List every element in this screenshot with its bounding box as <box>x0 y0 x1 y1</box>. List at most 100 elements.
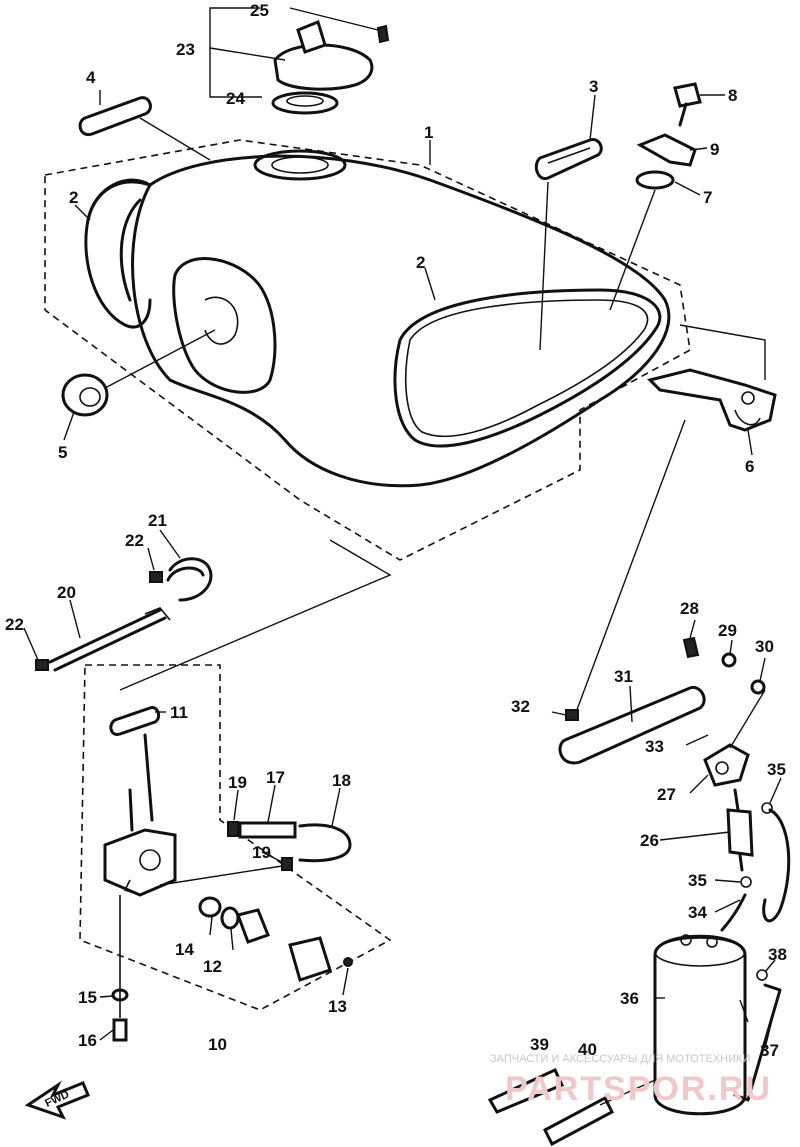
fuel-hose-20 <box>48 607 171 672</box>
callout-20: 20 <box>57 583 76 602</box>
washer-30 <box>750 679 766 695</box>
callout-21: 21 <box>148 511 167 530</box>
fuel-cock-group-outline <box>79 664 392 1011</box>
callout-36: 36 <box>620 989 639 1008</box>
bracket-leader <box>679 324 766 380</box>
washer-7 <box>609 170 675 311</box>
vent-hose-31 <box>558 685 706 765</box>
callout-28: 28 <box>680 599 699 618</box>
callout-39: 39 <box>530 1035 549 1054</box>
callout-25: 25 <box>250 1 269 20</box>
cap-leader-25 <box>289 7 379 31</box>
fuel-cock <box>103 733 177 897</box>
callout-33: 33 <box>645 737 664 756</box>
callout-19-bottom: 19 <box>252 843 271 862</box>
callout-19-top: 19 <box>228 773 247 792</box>
callout-22-lower: 22 <box>5 615 24 634</box>
fuel-tank <box>84 149 671 488</box>
callout-22-upper: 22 <box>125 531 144 550</box>
cock-hose-leader <box>159 865 283 886</box>
hose-17 <box>238 821 297 839</box>
cock-plate <box>288 936 332 982</box>
hose-37 <box>733 983 782 1102</box>
callout-5: 5 <box>58 443 67 462</box>
hose-34 <box>720 893 747 932</box>
callout-17: 17 <box>266 768 285 787</box>
hose-39 <box>487 1068 565 1114</box>
hose-40 <box>543 1095 614 1147</box>
watermark-line-2: PARTSPOR.RU <box>505 1070 772 1108</box>
callout-7: 7 <box>703 188 712 207</box>
callout-14: 14 <box>175 940 194 959</box>
hose-clip-22b <box>149 571 163 583</box>
mount-plate <box>636 133 697 167</box>
clip-35a <box>761 802 773 814</box>
hose-clip-22a <box>35 659 49 671</box>
check-valve-26 <box>726 788 754 872</box>
callout-40: 40 <box>578 1040 597 1059</box>
lever-washer-14 <box>198 896 222 918</box>
canister-bracket-27 <box>703 743 750 787</box>
clip-32 <box>565 709 579 721</box>
callout-34: 34 <box>688 903 707 922</box>
tank-strap-band <box>78 96 211 161</box>
watermark-line-1: ЗАПЧАСТИ И АКСЕССУАРЫ ДЛЯ МОТОТЕХНИКИ <box>490 1053 750 1065</box>
hose-18 <box>298 823 352 863</box>
callout-30: 30 <box>755 637 774 656</box>
callout-1: 1 <box>424 123 433 142</box>
bolt-28 <box>682 636 700 659</box>
clip-38 <box>756 969 768 981</box>
mount-bolt <box>673 82 702 127</box>
callout-29: 29 <box>718 621 737 640</box>
clip-19a <box>227 821 239 837</box>
callout-32: 32 <box>511 697 530 716</box>
charcoal-canister <box>653 934 747 1116</box>
callout-13: 13 <box>328 997 347 1016</box>
callout-11: 11 <box>170 703 188 722</box>
callout-6: 6 <box>745 457 754 476</box>
callout-31: 31 <box>614 667 633 686</box>
knee-pad-rubber <box>86 178 152 222</box>
vent-leader <box>574 419 686 716</box>
callout-numbers: 1 2 2 3 4 5 6 7 8 9 10 11 12 13 14 15 16… <box>5 1 787 1060</box>
forward-arrow-icon: FWD <box>24 1080 90 1120</box>
vent-hose-35-top <box>762 808 791 923</box>
callout-leaders <box>23 90 782 1049</box>
callout-37: 37 <box>760 1041 779 1060</box>
tank-emblem <box>534 138 603 351</box>
callout-10: 10 <box>208 1035 227 1054</box>
callout-15: 15 <box>78 988 97 1007</box>
callout-27: 27 <box>657 785 676 804</box>
clip-35b <box>740 876 752 888</box>
callout-12: 12 <box>203 957 222 976</box>
callout-26: 26 <box>640 831 659 850</box>
drain-bolt-16 <box>112 1018 128 1042</box>
callout-35-top: 35 <box>767 760 786 779</box>
callout-24: 24 <box>226 89 245 108</box>
callout-8: 8 <box>728 86 737 105</box>
hose-40-leader <box>599 1079 656 1106</box>
callout-38: 38 <box>768 945 787 964</box>
cap-leader-23 <box>209 47 286 61</box>
bracket-27-leader <box>729 689 766 749</box>
callout-3: 3 <box>589 77 598 96</box>
screw-13 <box>343 957 353 967</box>
o-ring-12 <box>220 906 240 930</box>
callout-4: 4 <box>86 68 96 87</box>
callout-35-bottom: 35 <box>688 871 707 890</box>
callout-16: 16 <box>78 1031 97 1050</box>
tank-group-outline <box>44 139 691 561</box>
side-cap-nut <box>61 329 216 417</box>
filler-cap <box>271 20 390 115</box>
strainer-gasket <box>109 706 161 736</box>
clip-19b <box>281 857 293 871</box>
fuel-hose-21 <box>166 557 213 602</box>
callout-2-badge: 2 <box>416 253 425 272</box>
cock-lever <box>236 908 270 944</box>
callout-18: 18 <box>332 771 351 790</box>
tank-to-cock-leader <box>119 539 392 691</box>
callout-23: 23 <box>176 40 195 59</box>
cap-bracket-leader <box>209 7 262 98</box>
